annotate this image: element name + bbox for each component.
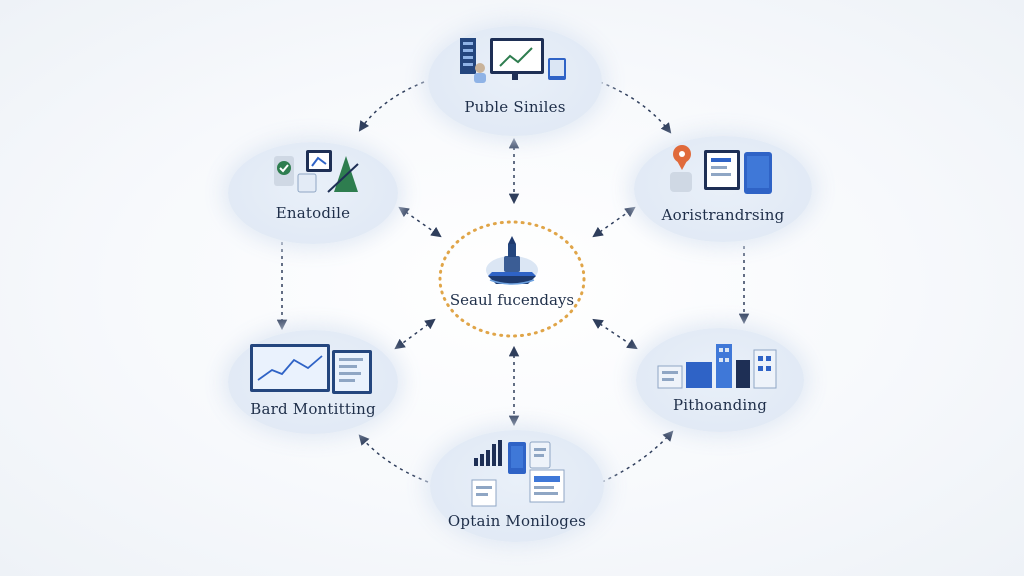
node-upper-right-label: Aoristrandrsing xyxy=(661,206,785,224)
arrow-hub-lower-right xyxy=(592,318,638,350)
node-lower-left-label: Bard Montitting xyxy=(250,400,376,418)
arrow-bottom-to-lower-left xyxy=(358,434,429,483)
arrow-hub-upper-right xyxy=(592,206,636,238)
city-buildings-icon xyxy=(657,344,777,389)
ship-icon xyxy=(486,236,538,285)
monitor-dashboard-icon xyxy=(250,344,372,394)
hub-ring xyxy=(438,220,586,338)
workstation-icon xyxy=(460,38,566,83)
hub-node[interactable]: Seaul fucendays xyxy=(436,218,588,340)
node-bottom-label: Optain Moniloges xyxy=(447,512,587,530)
analytics-docs-icon xyxy=(471,440,565,507)
node-bottom[interactable]: Optain Moniloges xyxy=(430,430,604,542)
node-top-label: Puble Siniles xyxy=(464,98,566,116)
node-upper-left[interactable]: Enatodile xyxy=(228,142,398,244)
hub-label: Seaul fucendays xyxy=(449,291,575,309)
node-lower-right[interactable]: Pithoanding xyxy=(636,328,804,432)
location-devices-icon xyxy=(670,145,772,194)
node-top[interactable]: Puble Siniles xyxy=(428,26,602,136)
arrow-hub-upper-left xyxy=(398,206,442,238)
approval-growth-icon xyxy=(274,150,359,193)
node-lower-right-label: Pithoanding xyxy=(672,396,768,414)
node-upper-right[interactable]: Aoristrandrsing xyxy=(634,136,812,242)
arrow-hub-lower-left xyxy=(394,318,436,350)
arrow-bottom-to-lower-right xyxy=(601,430,674,483)
node-lower-left[interactable]: Bard Montitting xyxy=(228,330,398,434)
arrow-top-to-upper-right xyxy=(599,81,672,134)
node-upper-left-label: Enatodile xyxy=(275,204,351,222)
arrow-top-to-upper-left xyxy=(358,81,425,132)
